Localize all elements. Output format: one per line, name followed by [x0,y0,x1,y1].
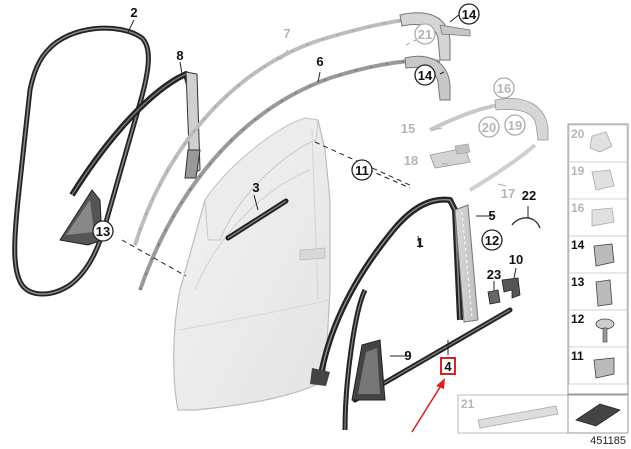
callout-11: 11 [351,159,373,181]
panel-row-16: 16 [568,198,628,237]
label-16: 16 [497,81,511,96]
leader-lines [103,13,529,357]
label-10: 10 [509,252,523,267]
label-18: 18 [404,153,418,168]
label-23: 23 [487,267,501,282]
panel-row-13: 13 [568,272,628,311]
callout-20: 20 [478,116,500,138]
label-12: 12 [485,233,499,248]
part-22-hook [511,217,541,229]
label-17: 17 [501,186,515,201]
part-5-pillar-trim [454,204,479,323]
label-9: 9 [404,348,411,363]
panel-row-11: 11 [568,346,628,385]
side-parts-panel: 20 19 16 14 13 12 [567,123,629,395]
label-2: 2 [130,5,137,20]
part-1-window-frame [310,196,463,431]
label-1: 1 [416,235,423,250]
part-9-mirror-triangle [351,339,386,401]
label-22: 22 [522,188,536,203]
callout-14-upper: 14 [458,3,480,25]
callout-21: 21 [414,23,436,45]
part-17-strip [468,143,537,192]
part-23-clip [487,289,501,305]
reference-number: 451185 [590,435,626,447]
part-2-door-seal [12,25,151,297]
label-11: 11 [355,163,369,178]
label-20: 20 [482,120,496,135]
label-14-middle: 14 [418,68,433,83]
highlight-part-4: 4 [411,357,456,433]
label-4: 4 [444,359,452,374]
callout-14-middle: 14 [414,64,436,86]
panel-num-21: 21 [461,397,475,411]
label-13: 13 [96,224,110,239]
panel-row-20: 20 [568,124,628,163]
part-14-corner-piece-upper [399,12,471,61]
panel-row-14: 14 [568,235,628,274]
part-16-corner [494,98,549,141]
part-18-bracket [429,143,471,169]
label-3: 3 [252,180,259,195]
label-14-upper: 14 [462,7,477,22]
red-arrow-icon [436,378,445,389]
panel-num-13: 13 [571,275,585,289]
door-panel [173,117,331,411]
callout-12: 12 [481,229,503,251]
panel-num-11: 11 [571,349,584,363]
label-7: 7 [283,26,290,41]
callout-19: 19 [504,114,526,136]
panel-num-19: 19 [571,164,585,178]
callout-13: 13 [92,220,114,242]
panel-num-16: 16 [571,201,585,215]
bottom-parts-panel: 21 [457,394,629,434]
part-10-clip [501,277,521,299]
panel-num-14: 14 [571,238,585,252]
part-3-inner-strip [225,198,289,241]
bracket-icon [575,403,621,427]
panel-num-12: 12 [571,312,585,326]
callout-16: 16 [493,77,515,99]
panel-row-19: 19 [568,161,628,200]
part-13-corner-trim [59,189,103,246]
part-8-window-channel [69,71,201,197]
label-19: 19 [508,118,522,133]
panel-row-12: 12 [568,309,628,348]
label-21: 21 [418,27,432,42]
label-15: 15 [401,121,415,136]
label-5: 5 [488,208,495,223]
label-8: 8 [176,48,183,63]
panel-num-20: 20 [571,127,585,141]
label-6: 6 [316,54,323,69]
